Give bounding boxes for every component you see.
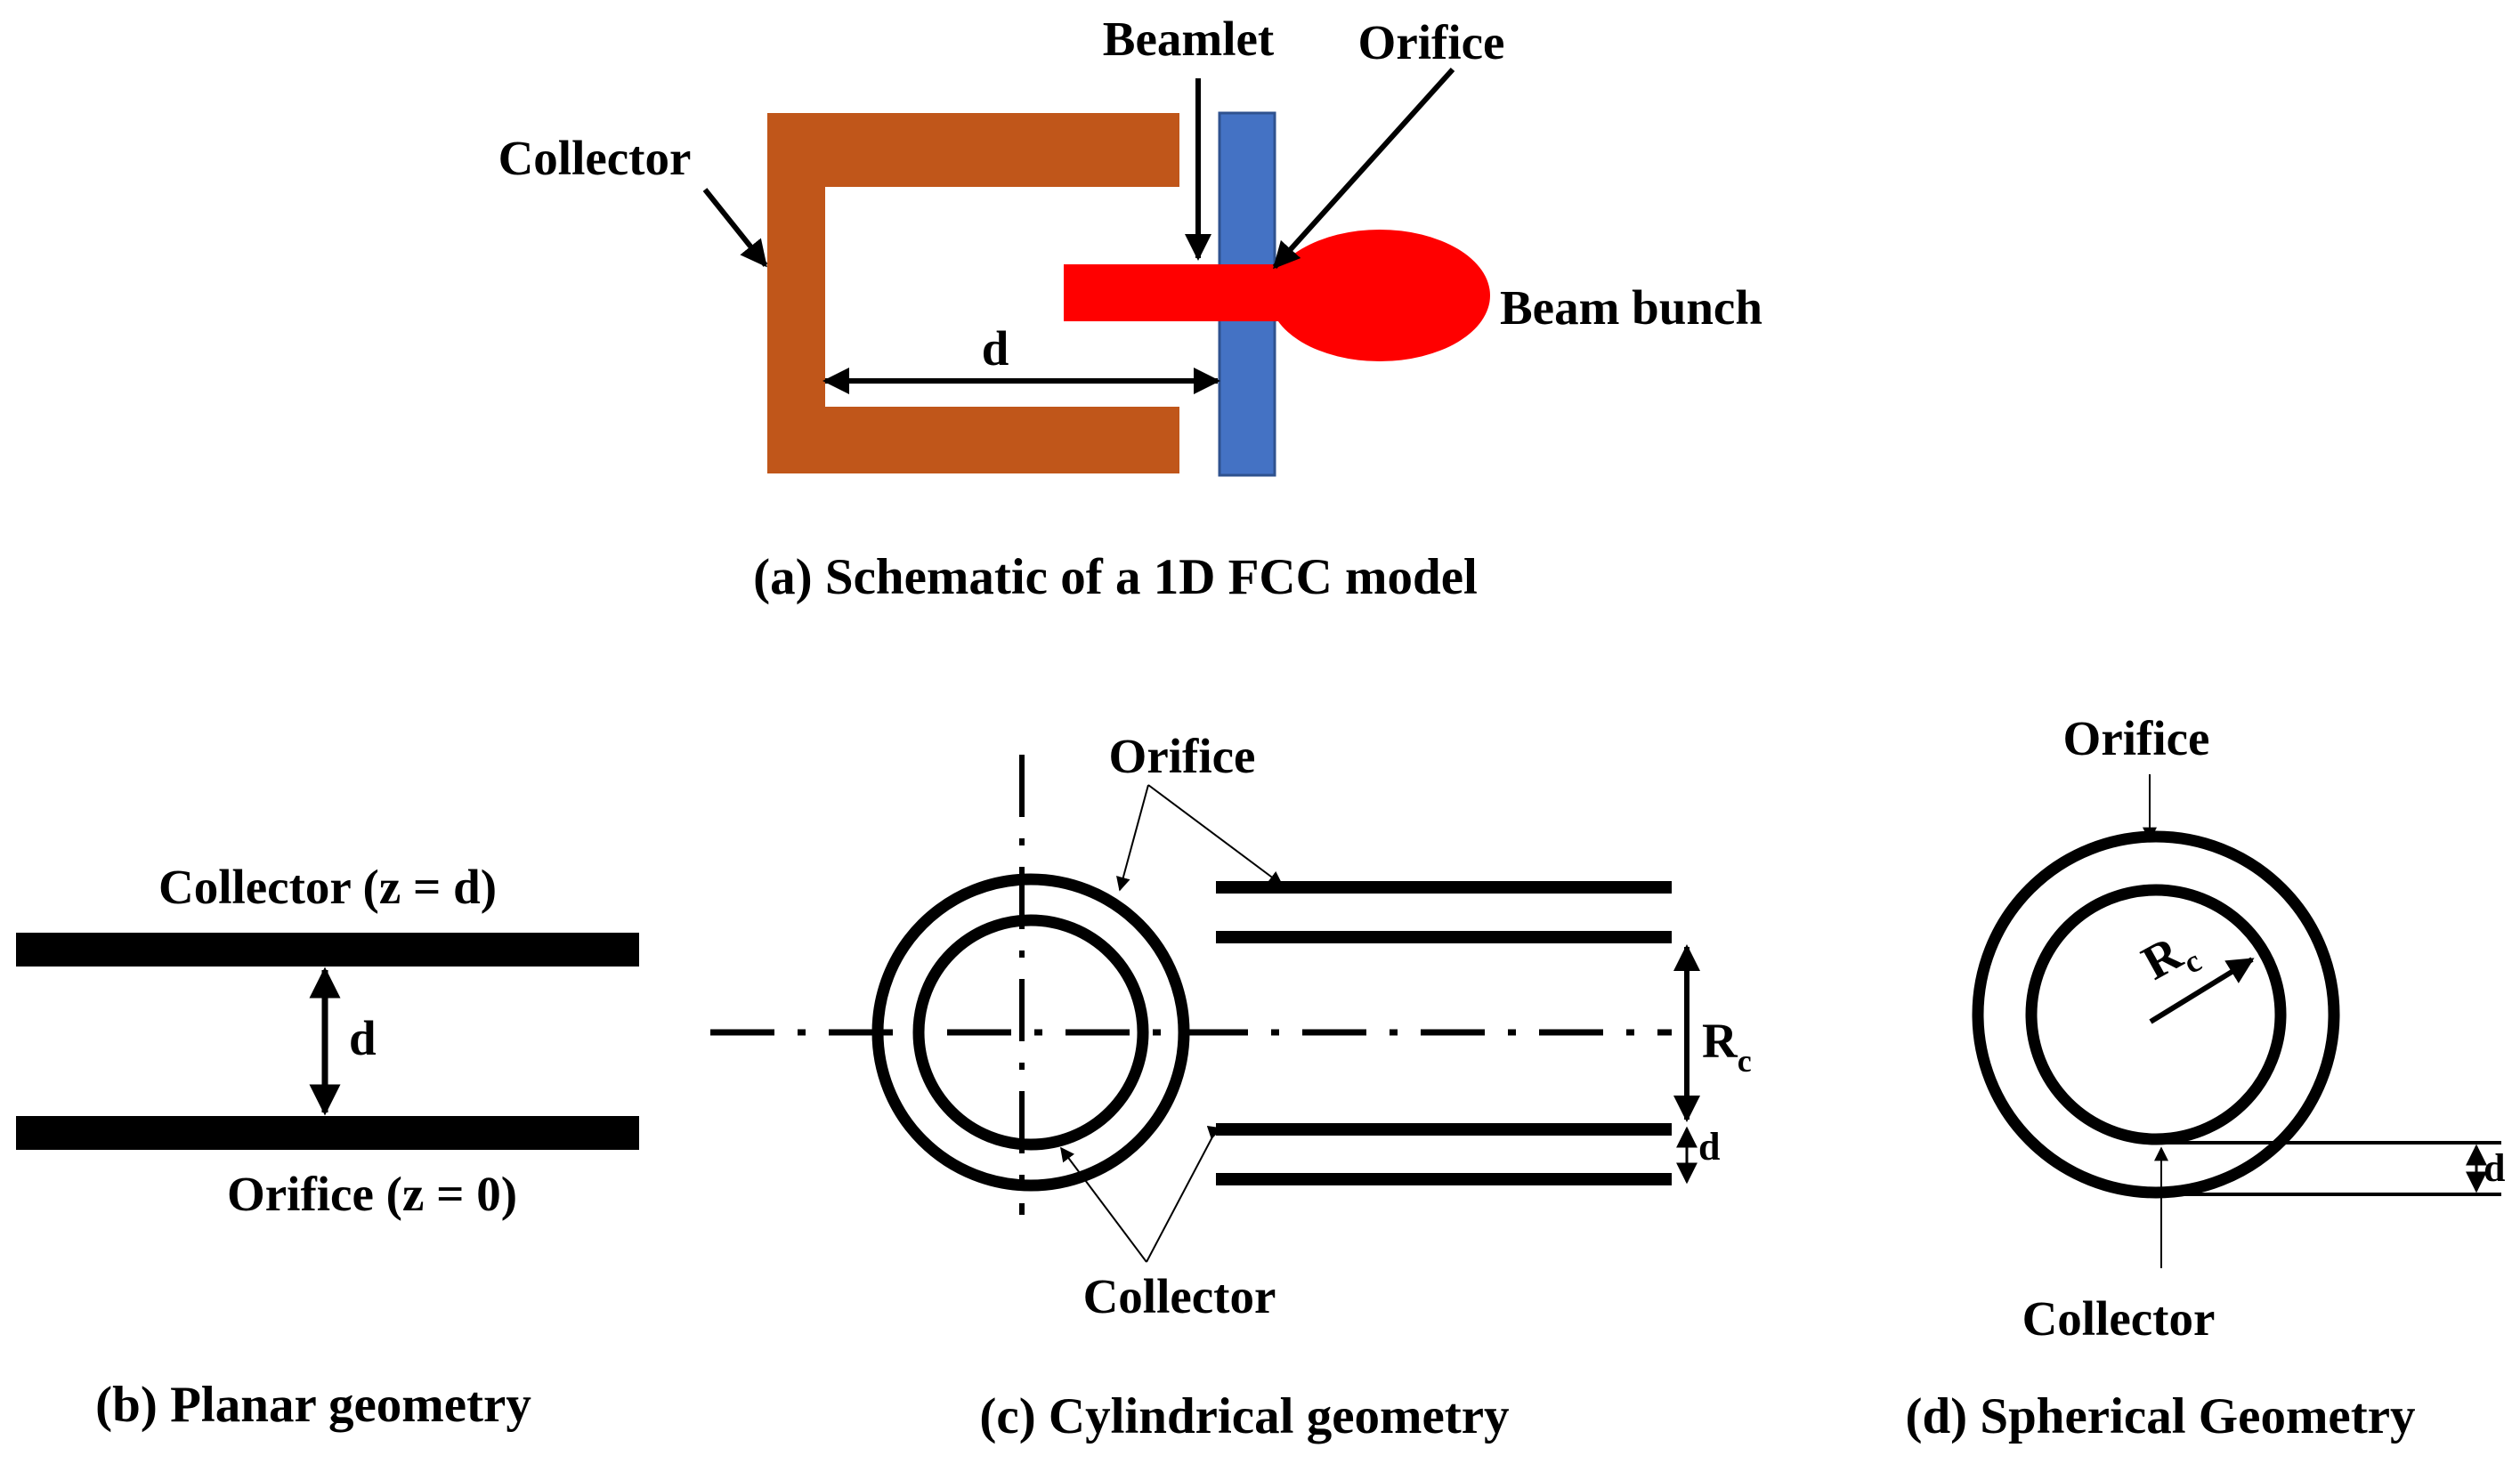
orifice-label-c: Orifice xyxy=(1109,729,1256,783)
orifice-label: Orifice xyxy=(1358,15,1505,69)
beamlet-stream xyxy=(1064,264,1295,321)
rc-label-d-group: Rc xyxy=(2133,918,2207,998)
orifice-pointer-1 xyxy=(1116,784,1149,892)
collector-sphere-circle xyxy=(2025,884,2287,1145)
orifice-line-top xyxy=(1216,881,1672,894)
orifice-arrow xyxy=(1272,67,1455,270)
orifice-label-d: Orifice xyxy=(2063,711,2210,765)
orifice-plate-b xyxy=(16,1116,639,1150)
orifice-line-bottom xyxy=(1216,1173,1672,1185)
caption-a: (a) Schematic of a 1D FCC model xyxy=(753,549,1478,605)
collector-pointer-1 xyxy=(1060,1146,1147,1263)
collector-label-d: Collector xyxy=(2022,1291,2216,1346)
collector-z-label: Collector (z = d) xyxy=(158,860,497,914)
rc-label-c: Rc xyxy=(1702,1014,1752,1079)
panel-b: Collector (z = d) d Orifice (z = 0) (b) … xyxy=(16,860,639,1433)
beam-shape xyxy=(1064,230,1490,361)
collector-label-c: Collector xyxy=(1083,1269,1276,1323)
collector-pointer-3 xyxy=(1206,1125,1223,1140)
collector-cup xyxy=(767,113,1179,473)
collector-line-top xyxy=(1216,931,1672,943)
panel-d: Orifice Collector Rc d (d) Spherical Geo… xyxy=(1905,711,2505,1444)
orifice-circle xyxy=(871,873,1190,1192)
beam-bunch-blob xyxy=(1269,230,1490,361)
panel-c: Orifice Collector Rc d (c) Cylindrical g… xyxy=(710,729,1752,1444)
rc-sub-c: c xyxy=(1738,1043,1752,1079)
gap-d-label: d xyxy=(982,321,1009,376)
collector-arrow xyxy=(702,188,768,268)
beam-bunch-label: Beam bunch xyxy=(1500,280,1762,335)
d-label-d: d xyxy=(2484,1146,2505,1190)
caption-c: (c) Cylindrical geometry xyxy=(979,1388,1509,1444)
rc-label-d: Rc xyxy=(2133,918,2207,998)
panel-a: Beamlet Orifice Collector Beam bunch d (… xyxy=(498,12,1762,605)
caption-b: (b) Planar geometry xyxy=(95,1377,531,1433)
collector-label: Collector xyxy=(498,131,692,185)
orifice-pointer-2 xyxy=(1147,784,1284,886)
d-label-c: d xyxy=(1698,1125,1720,1169)
collector-circle xyxy=(912,914,1149,1151)
gap-d-label-b: d xyxy=(349,1011,377,1065)
orifice-z-label: Orifice (z = 0) xyxy=(227,1167,517,1221)
rc-main-c: R xyxy=(1702,1014,1738,1068)
collector-plate xyxy=(16,933,639,967)
rc-radius-arrow xyxy=(2149,957,2255,1024)
beamlet-label: Beamlet xyxy=(1103,12,1275,66)
caption-d: (d) Spherical Geometry xyxy=(1905,1388,2415,1444)
collector-pointer-2 xyxy=(1146,1129,1217,1263)
collector-line-bottom xyxy=(1216,1123,1672,1136)
